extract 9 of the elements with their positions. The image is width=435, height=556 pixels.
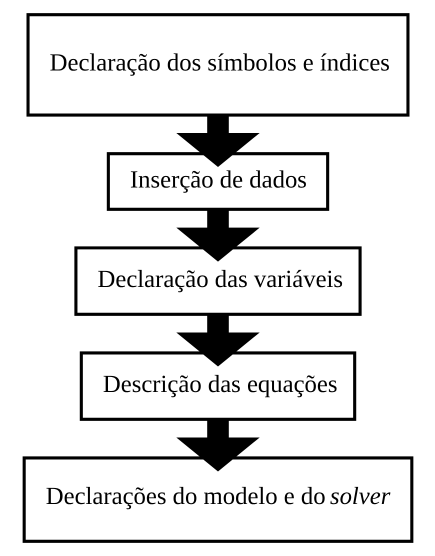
arrow <box>176 420 260 472</box>
node-box: Descrição das equações <box>79 351 356 421</box>
arrow <box>176 115 260 168</box>
arrow <box>176 209 260 262</box>
arrow <box>176 314 260 366</box>
node-box: Declaração dos símbolos e índices <box>26 13 409 117</box>
node-box: Declarações do modelo e do solver <box>22 456 413 543</box>
node-box: Declaração das variáveis <box>74 246 362 316</box>
node-box: Inserção de dados <box>106 152 329 211</box>
